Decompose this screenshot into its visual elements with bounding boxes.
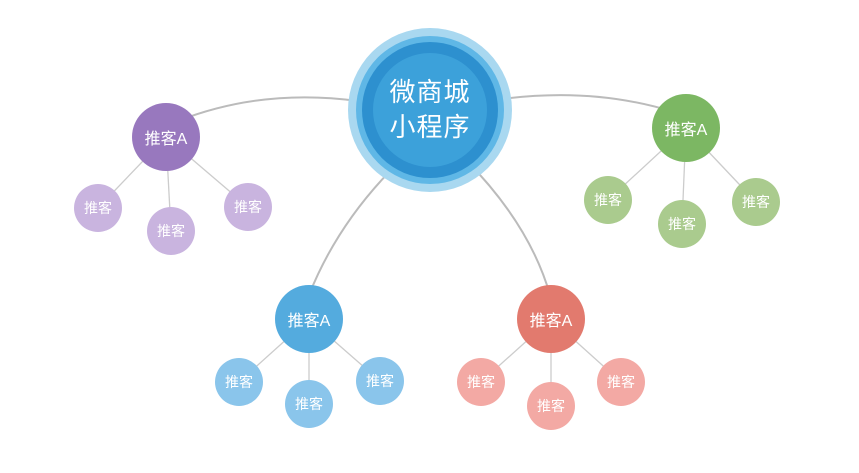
node-label: 推客A bbox=[287, 313, 331, 330]
node-label: 推客 bbox=[234, 199, 262, 215]
node-purple-child-1: 推客 bbox=[74, 184, 122, 232]
node-label: 推客 bbox=[594, 192, 622, 208]
node-green-parent: 推客A bbox=[652, 94, 720, 162]
connector-curve-green bbox=[501, 94, 675, 113]
node-label: 推客A bbox=[664, 122, 708, 139]
node-label: 推客 bbox=[607, 374, 635, 390]
node-green-child-3: 推客 bbox=[732, 178, 780, 226]
node-label: 推客 bbox=[225, 374, 253, 390]
connector-curve-blue bbox=[308, 162, 399, 296]
node-label: 推客 bbox=[84, 200, 112, 216]
center-hub-label-line2: 小程序 bbox=[389, 112, 471, 142]
node-label: 推客A bbox=[144, 131, 188, 148]
node-blue-child-1: 推客 bbox=[215, 358, 263, 406]
node-purple-parent: 推客A bbox=[132, 103, 200, 171]
node-label: 推客 bbox=[295, 396, 323, 412]
connector-curve-red bbox=[465, 159, 551, 296]
node-label: 推客 bbox=[668, 216, 696, 232]
node-red-child-1: 推客 bbox=[457, 358, 505, 406]
node-label: 推客 bbox=[467, 374, 495, 390]
node-label: 推客 bbox=[157, 223, 185, 239]
node-blue-child-3: 推客 bbox=[356, 357, 404, 405]
node-red-child-2: 推客 bbox=[527, 382, 575, 430]
node-red-child-3: 推客 bbox=[597, 358, 645, 406]
center-hub-label-line1: 微商城 bbox=[389, 77, 471, 107]
node-green-child-2: 推客 bbox=[658, 200, 706, 248]
node-purple-child-3: 推客 bbox=[224, 183, 272, 231]
node-label: 推客A bbox=[529, 313, 573, 330]
node-red-parent: 推客A bbox=[517, 285, 585, 353]
node-blue-child-2: 推客 bbox=[285, 380, 333, 428]
node-green-child-1: 推客 bbox=[584, 176, 632, 224]
center-hub-mid-ring: 微商城 小程序 bbox=[356, 36, 504, 184]
node-purple-child-2: 推客 bbox=[147, 207, 195, 255]
connector-curve-purple bbox=[177, 96, 359, 122]
center-hub: 微商城 小程序 bbox=[373, 53, 487, 167]
node-label: 推客 bbox=[742, 194, 770, 210]
node-blue-parent: 推客A bbox=[275, 285, 343, 353]
node-label: 推客 bbox=[366, 373, 394, 389]
center-hub-rim: 微商城 小程序 bbox=[362, 42, 498, 178]
center-hub-outer-ring: 微商城 小程序 bbox=[348, 28, 512, 192]
node-label: 推客 bbox=[537, 398, 565, 414]
